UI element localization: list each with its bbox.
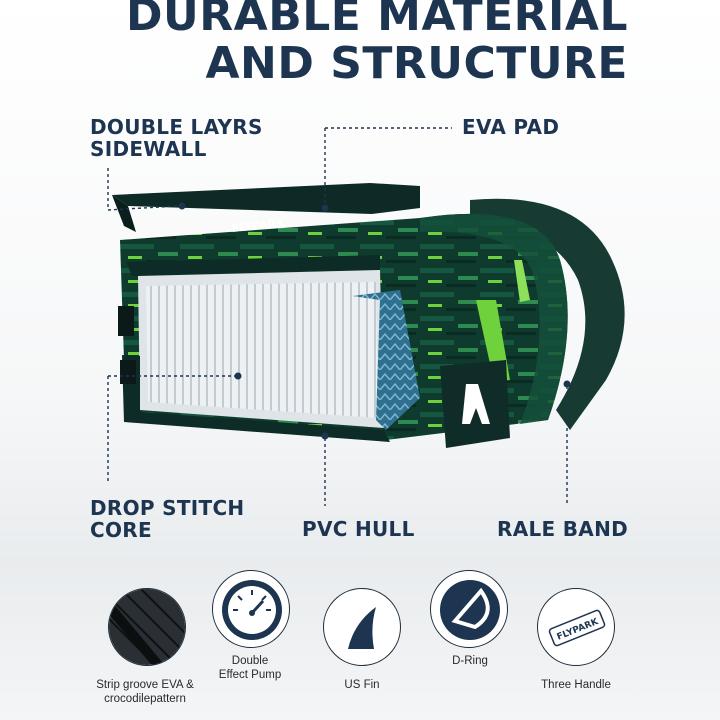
d-ring-caption: D-Ring: [452, 655, 488, 667]
eva-weave-layer: [352, 290, 420, 430]
rail-band: [470, 198, 625, 430]
eva-pad-callout: EVA PAD: [462, 115, 560, 139]
pump-caption-line-2: Effect Pump: [218, 669, 282, 681]
handle-icon: FLYPARK: [537, 588, 615, 666]
d-ring-icon: [430, 570, 508, 648]
top-deck-layer: [112, 183, 420, 232]
upper-sidewall: [126, 255, 380, 276]
sidewall-callout: DOUBLE LAYRS SIDEWALL: [90, 116, 263, 160]
fin-caption: US Fin: [344, 679, 380, 691]
lower-sidewall: [122, 355, 390, 442]
strip-groove-icon: [108, 588, 186, 666]
strip-groove-caption: Strip groove EVA & crocodilepattern: [60, 678, 230, 706]
left-strap: [118, 306, 134, 336]
callout-dots: [178, 202, 571, 440]
sidewall-callout-line-1: DOUBLE LAYRS: [90, 115, 263, 139]
headline-line-2: AND STRUCTURE: [205, 38, 628, 89]
sidewall-callout-line-2: SIDEWALL: [90, 137, 207, 161]
drop-stitch-callout: DROP STITCH CORE: [90, 497, 244, 541]
pump-caption: Double Effect Pump: [200, 654, 300, 682]
callout-lines: [107, 127, 568, 506]
board-cross-section: FLYPARK: [107, 127, 625, 506]
pvc-hull-callout: PVC HULL: [302, 517, 415, 541]
fin-icon: [323, 588, 401, 666]
feature-icons-row: Strip groove EVA & crocodilepattern Doub…: [0, 560, 720, 720]
drop-stitch-callout-line-2: CORE: [90, 518, 152, 542]
left-strap-2: [120, 360, 136, 384]
headline: DURABLE MATERIAL AND STRUCTURE: [126, 0, 628, 88]
pump-gauge-icon: [212, 570, 290, 648]
rale-band-callout: RALE BAND: [497, 517, 629, 541]
drop-stitch-callout-line-1: DROP STITCH: [90, 496, 245, 520]
drop-stitch-core: [138, 270, 384, 428]
pump-caption-line-1: Double: [231, 655, 269, 667]
headline-line-1: DURABLE MATERIAL: [126, 0, 628, 41]
strip-groove-caption-line-1: Strip groove EVA &: [96, 679, 194, 691]
handle-caption: Three Handle: [541, 679, 611, 691]
deck-brand-text: FLYPARK: [231, 216, 286, 235]
rale-band-patch: [440, 360, 510, 448]
strip-groove-caption-line-2: crocodilepattern: [104, 693, 186, 705]
